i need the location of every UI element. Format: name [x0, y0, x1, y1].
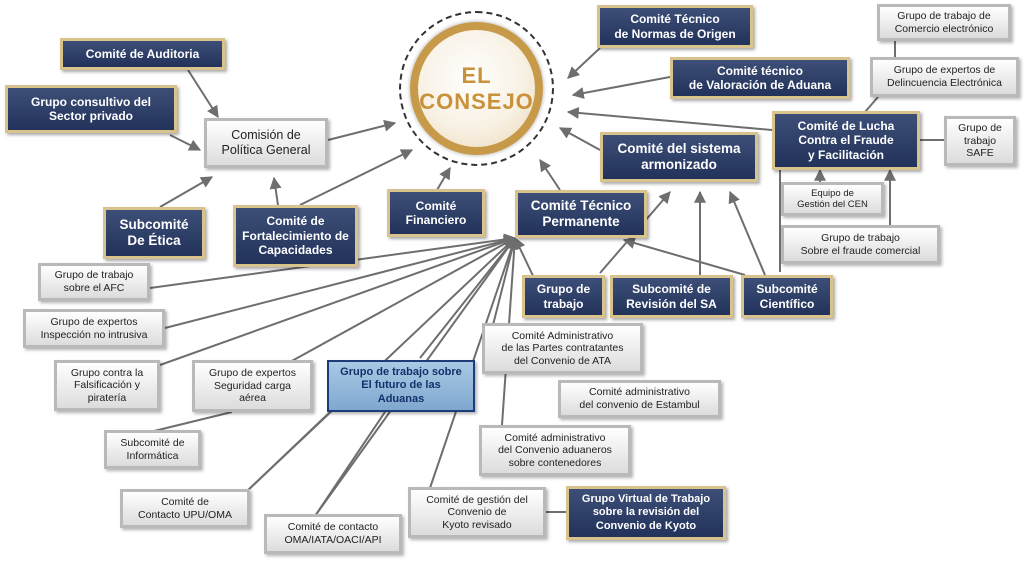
arrow-fortalecimiento-politica — [269, 176, 282, 206]
grupo-seguridad-carga-box: Grupo de expertos Seguridad carga aérea — [192, 360, 313, 412]
comite-normas-origen-box: Comité Técnico de Normas de Origen — [597, 5, 753, 48]
line-futuro-iata — [314, 411, 386, 517]
grupo-consultivo-box: Grupo consultivo del Sector privado — [5, 85, 177, 133]
comite-upu-oma-box: Comité de Contacto UPU/OMA — [120, 489, 250, 528]
grupo-futuro-aduanas-box: Grupo de trabajo sobre El futuro de las … — [327, 360, 475, 412]
arrow-sa-consejo — [558, 127, 601, 151]
grupo-fraude-comercial-box: Grupo de trabajo Sobre el fraude comerci… — [781, 225, 940, 264]
line-futuro-upu — [244, 411, 331, 494]
subcomite-informatica-box: Subcomité de Informática — [104, 430, 201, 469]
arrow-grupo-trabajo-permanente — [514, 236, 536, 281]
line-delincuencia-lucha — [864, 96, 879, 113]
arrow-politica-consejo — [327, 119, 397, 141]
comite-lucha-fraude-box: Comité de Lucha Contra el Fraude y Facil… — [772, 111, 920, 170]
arrow-etica-politica — [159, 176, 214, 208]
subcomite-revision-sa-box: Subcomité de Revisión del SA — [610, 275, 733, 318]
el-consejo-node: EL CONSEJO — [399, 11, 554, 166]
equipo-cen-box: Equipo de Gestión del CEN — [781, 182, 884, 216]
comite-valoracion-aduana-box: Comité técnico de Valoración de Aduana — [670, 57, 850, 99]
grupo-safe-box: Grupo de trabajo SAFE — [944, 116, 1016, 166]
el-consejo-label: EL CONSEJO — [419, 63, 534, 114]
grupo-delincuencia-electronica-box: Grupo de expertos de Delincuencia Electr… — [870, 57, 1019, 97]
arrow-ata-permanente — [492, 236, 519, 326]
comite-fortalecimiento-box: Comité de Fortalecimiento de Capacidades — [233, 205, 358, 267]
grupo-comercio-electronico-box: Grupo de trabajo de Comercio electrónico — [877, 4, 1011, 41]
line-informatica — [149, 411, 233, 433]
comite-ata-box: Comité Administrativo de las Partes cont… — [482, 323, 643, 374]
subcomite-etica-box: Subcomité De Ética — [103, 207, 205, 259]
arrow-valoracion-consejo — [571, 76, 671, 99]
arrow-falsificacion-permanente — [159, 235, 517, 366]
comite-sistema-armonizado-box: Comité del sistema armonizado — [600, 132, 758, 182]
grupo-falsificacion-box: Grupo contra la Falsificación y piraterí… — [54, 360, 160, 411]
comite-financiero-box: Comité Financiero — [387, 189, 485, 237]
arrow-cientifico-permanente — [622, 237, 746, 276]
comite-auditoria-box: Comité de Auditoria — [60, 38, 225, 70]
comite-tecnico-permanente-box: Comité Técnico Permanente — [515, 190, 647, 238]
arrow-financiero-consejo — [436, 166, 451, 191]
arrow-permanente-consejo — [539, 159, 561, 191]
arrow-futuro-permanente — [419, 237, 516, 359]
comite-iata-box: Comité de contacto OMA/IATA/OACI/API — [264, 514, 402, 554]
comision-politica-box: Comisión de Política General — [204, 118, 328, 168]
subcomite-cientifico-box: Subcomité Científico — [741, 275, 833, 318]
grupo-inspeccion-box: Grupo de expertos Inspección no intrusiv… — [23, 309, 165, 348]
arrow-seguridad-permanente — [289, 237, 517, 363]
grupo-afc-box: Grupo de trabajo sobre el AFC — [38, 263, 150, 301]
arrow-lucha-consejo — [566, 106, 773, 131]
grupo-de-trabajo-sa-box: Grupo de trabajo — [522, 275, 605, 318]
arrow-auditoria-politica — [187, 69, 219, 119]
arrow-fortalecimiento-consejo — [299, 149, 414, 206]
arrow-consultivo-politica — [169, 134, 202, 151]
comite-estambul-box: Comité administrativo del convenio de Es… — [558, 380, 721, 418]
arrow-inspeccion-permanente — [164, 234, 517, 329]
comite-kyoto-gestion-box: Comité de gestión del Convenio de Kyoto … — [408, 487, 546, 538]
arrow-origen-consejo — [567, 47, 601, 79]
arrow-cientifico-sa — [728, 190, 766, 276]
grupo-virtual-kyoto-box: Grupo Virtual de Trabajo sobre la revisi… — [566, 486, 726, 540]
el-consejo-circle: EL CONSEJO — [410, 22, 543, 155]
comite-contenedores-box: Comité administrativo del Convenio aduan… — [479, 425, 631, 476]
